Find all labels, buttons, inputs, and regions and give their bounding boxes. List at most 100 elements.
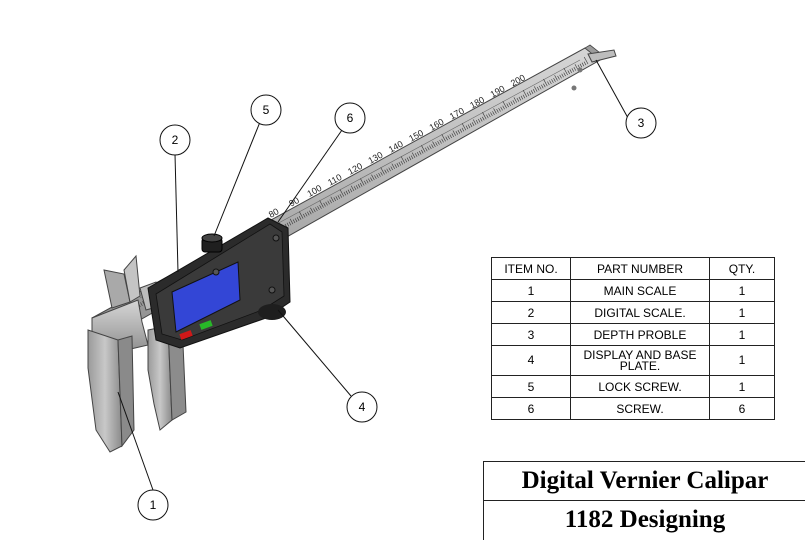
scale-tick — [439, 139, 442, 144]
scale-tick — [573, 66, 577, 71]
scale-tick — [502, 105, 505, 110]
scale-tick — [406, 157, 410, 162]
scale-tick — [371, 174, 375, 181]
bom-item: 5 — [491, 375, 571, 398]
scale-tick — [319, 200, 324, 208]
scale-tick — [530, 90, 534, 94]
scale-tick — [526, 92, 530, 97]
scale-tick — [482, 116, 485, 121]
digital-scale-body — [147, 217, 291, 349]
scale-tick — [492, 111, 495, 115]
scale-tick — [410, 155, 414, 160]
leader-lines — [117, 59, 629, 491]
table-row: 2 DIGITAL SCALE. 1 — [491, 301, 775, 324]
scale-tick — [541, 84, 544, 89]
scale-tick — [317, 206, 320, 210]
bom-part: DISPLAY AND BASE PLATE. — [570, 345, 710, 376]
scale-tick — [398, 161, 402, 166]
scale-tick — [416, 152, 420, 156]
scale-number: 90 — [287, 195, 301, 209]
scale-tick — [330, 196, 334, 203]
scale-tick — [319, 205, 322, 209]
scale-tick — [461, 127, 465, 132]
balloon-6: 6 — [334, 102, 366, 134]
bom-qty: 1 — [709, 301, 775, 324]
scale-tick — [355, 185, 359, 189]
bom-qty: 1 — [709, 279, 775, 302]
green-button — [199, 320, 213, 330]
scale-tick — [305, 212, 308, 217]
scale-tick — [327, 200, 330, 205]
scale-tick — [528, 91, 532, 96]
scale-tick — [370, 177, 373, 182]
scale-tick — [411, 152, 416, 159]
scale-tick — [299, 211, 304, 219]
table-row: 1 MAIN SCALE 1 — [491, 279, 775, 302]
scale-tick — [536, 86, 540, 91]
bom-header-qty: QTY. — [709, 257, 775, 280]
scale-tick — [325, 201, 328, 206]
scale-tick — [471, 122, 475, 126]
scale-tick — [289, 218, 294, 225]
scale-tick — [500, 106, 503, 111]
drawing-subtitle: 1182 Designing — [484, 500, 805, 539]
scale-tick — [345, 190, 349, 195]
scale-tick — [502, 100, 507, 109]
scale-tick — [563, 67, 568, 76]
balloon-3-label: 3 — [638, 116, 645, 130]
scale-tick — [315, 207, 318, 212]
scale-tick — [539, 85, 542, 90]
table-row: 4 DISPLAY AND BASE PLATE. 1 — [491, 345, 775, 376]
scale-tick — [333, 197, 336, 202]
bom-qty: 1 — [709, 375, 775, 398]
scale-tick — [441, 134, 446, 142]
scale-tick — [386, 168, 389, 173]
scale-tick — [366, 179, 369, 184]
scale-tick — [475, 119, 479, 124]
scale-tick — [394, 164, 397, 168]
scale-tick — [302, 213, 306, 218]
scale-tick — [549, 80, 552, 85]
scale-tick — [488, 113, 491, 118]
scale-tick — [378, 172, 381, 177]
balloon-2-label: 2 — [172, 133, 179, 147]
scale-tick — [522, 89, 528, 98]
scale-tick — [298, 216, 302, 220]
scale-tick — [307, 211, 310, 216]
scale-tick — [337, 195, 341, 199]
bom-part: DIGITAL SCALE. — [570, 301, 710, 324]
scale-tick — [391, 163, 395, 170]
scale-tick — [140, 302, 143, 306]
scale-tick — [569, 69, 572, 73]
scale-tick — [583, 61, 587, 66]
scale-tick — [557, 75, 560, 80]
red-button — [179, 330, 193, 340]
balloon-6-label: 6 — [347, 111, 354, 125]
scale-tick — [543, 83, 546, 88]
bom-qty: 1 — [709, 345, 775, 376]
scale-tick — [472, 119, 477, 125]
balloon-4-label: 4 — [359, 400, 366, 414]
scale-tick — [388, 167, 391, 172]
scale-tick — [516, 97, 520, 102]
scale-tick — [313, 208, 316, 213]
scale-tick — [396, 163, 400, 167]
balloon-5: 5 — [250, 94, 282, 126]
scale-tick — [294, 218, 298, 223]
scale-tick — [432, 141, 436, 147]
scale-tick — [486, 114, 489, 119]
scale-tick — [520, 95, 524, 100]
scale-tick — [427, 146, 430, 151]
scale-tick — [380, 167, 385, 175]
scale-tick — [400, 156, 406, 164]
scale-tick — [496, 108, 499, 113]
scale-tick — [506, 103, 509, 108]
scale-tick — [459, 128, 463, 133]
scale-tick — [364, 180, 367, 185]
scale-tick — [543, 78, 548, 87]
bom-part: DEPTH PROBLE — [570, 323, 710, 346]
scale-tick — [581, 62, 585, 67]
scale-tick — [455, 131, 459, 135]
scale-tick — [418, 150, 422, 155]
scale-tick — [435, 142, 438, 146]
